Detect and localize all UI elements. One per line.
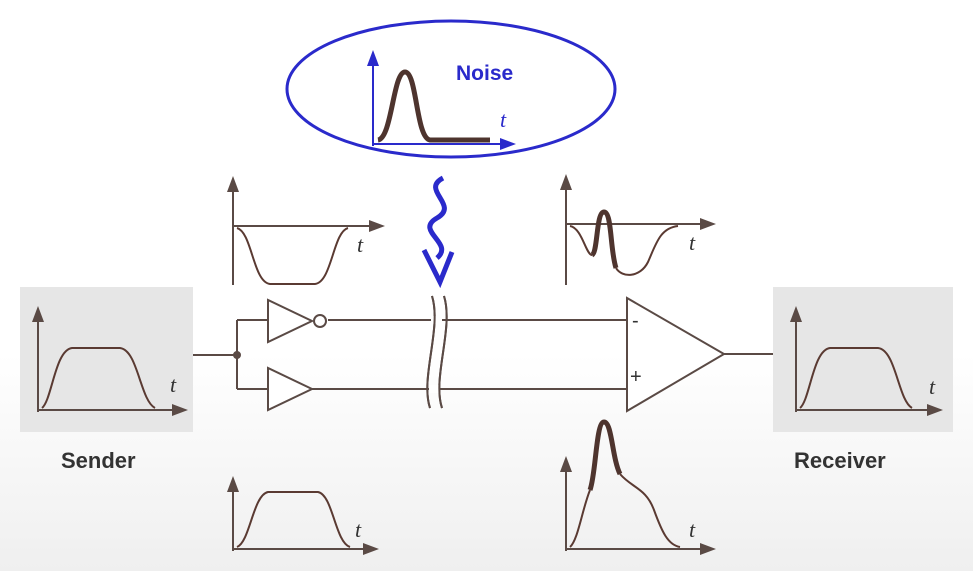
noise-time-label: t	[500, 107, 507, 132]
amplifier-plus-sign: +	[630, 366, 642, 388]
y-axis-arrow-icon	[227, 176, 239, 192]
noise-bubble	[285, 19, 617, 159]
y-axis-arrow-icon	[560, 174, 572, 190]
line-break-mark	[426, 295, 448, 409]
amplifier-minus-sign: -	[632, 310, 639, 332]
x-axis-arrow-icon	[700, 543, 716, 555]
top-right-time-label: t	[689, 230, 696, 255]
sender-time-label: t	[170, 372, 177, 397]
y-axis-arrow-icon	[560, 456, 572, 472]
signal-wiring	[193, 319, 773, 390]
x-axis-arrow-icon	[172, 404, 188, 416]
y-axis-arrow-icon	[32, 306, 44, 322]
inverted-signal-plot	[227, 176, 385, 285]
noninverted-signal-plot	[227, 476, 379, 555]
y-axis-arrow-icon	[227, 476, 239, 492]
top-left-time-label: t	[357, 232, 364, 257]
buffer-driver	[267, 366, 315, 412]
sender-label: Sender	[61, 448, 136, 473]
squiggly-arrow-down-icon	[421, 175, 455, 289]
receiver-box	[773, 287, 953, 432]
bottom-left-time-label: t	[355, 517, 362, 542]
noisy-noninverted-signal-plot	[560, 419, 716, 555]
noise-label: Noise	[456, 62, 514, 85]
receiver-label: Receiver	[794, 448, 886, 473]
x-axis-arrow-icon	[700, 218, 716, 230]
inverter-bubble-icon	[313, 314, 327, 328]
receiver-waveform-plot	[790, 306, 943, 416]
noise-pulse-plot	[367, 50, 516, 150]
sender-box	[20, 287, 193, 432]
x-axis-arrow-icon	[363, 543, 379, 555]
noisy-inverted-signal-plot	[560, 174, 716, 285]
inverter-driver	[267, 298, 327, 344]
x-axis-arrow-icon	[500, 138, 516, 150]
x-axis-arrow-icon	[369, 220, 385, 232]
differential-amplifier	[626, 296, 726, 413]
x-axis-arrow-icon	[927, 404, 943, 416]
y-axis-arrow-icon	[790, 306, 802, 322]
bottom-right-time-label: t	[689, 517, 696, 542]
receiver-time-label: t	[929, 374, 936, 399]
sender-waveform-plot	[32, 306, 188, 416]
y-axis-arrow-icon	[367, 50, 379, 66]
